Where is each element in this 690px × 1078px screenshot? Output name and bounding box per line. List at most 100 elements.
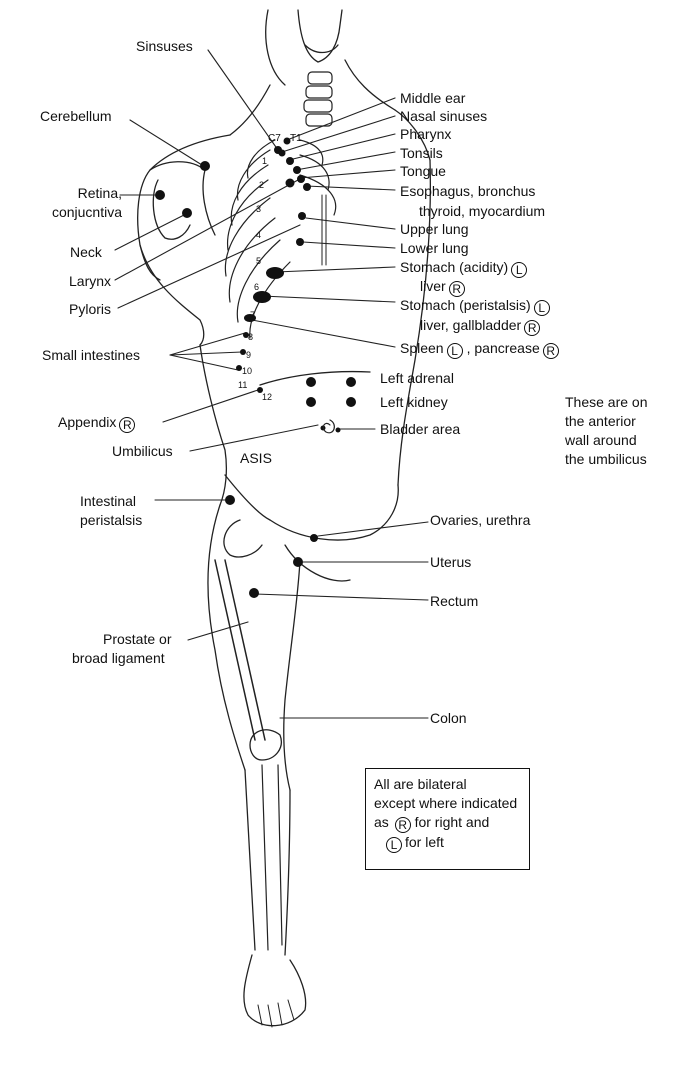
leg-inner xyxy=(283,559,301,791)
torso-right-lower xyxy=(397,159,431,486)
cervical-vertebrae xyxy=(303,71,333,127)
toes xyxy=(257,999,295,1028)
label-small-intestines: Small intestines xyxy=(42,347,141,363)
label-tongue: Tongue xyxy=(400,163,446,179)
leg-outer xyxy=(207,504,246,771)
fibula xyxy=(277,764,283,946)
label-sinsuses: Sinsuses xyxy=(136,38,193,54)
legend-line-1: All are bilateral xyxy=(374,776,467,792)
label-liver-text: liver xyxy=(420,278,446,294)
label-bladder-area: Bladder area xyxy=(380,421,461,437)
label-middle-ear: Middle ear xyxy=(400,90,466,106)
legend-box: All are bilateral except where indicated… xyxy=(365,768,530,870)
legend-left-text: for left xyxy=(405,834,444,850)
pelvis-curve xyxy=(269,484,399,541)
rib-cage xyxy=(224,139,337,339)
left-side-mark: L xyxy=(386,837,402,853)
label-pharynx: Pharynx xyxy=(400,126,452,142)
rib-number: 2 xyxy=(259,180,265,190)
legend-line-3: as R for right and xyxy=(374,813,521,833)
right-side-mark: R xyxy=(394,817,411,833)
hip-left xyxy=(224,474,271,521)
right-side-mark: R xyxy=(542,343,559,359)
shin-inner xyxy=(284,789,291,956)
sternum xyxy=(321,194,327,266)
femur xyxy=(214,559,256,741)
label-stomach-peristalsis-text: Stomach (peristalsis) xyxy=(400,297,531,313)
left-side-mark: L xyxy=(446,343,463,359)
label-ovaries: Ovaries, urethra xyxy=(430,512,531,528)
label-upper-lung: Upper lung xyxy=(400,221,469,237)
label-neck: Neck xyxy=(70,244,102,260)
rib-number: 11 xyxy=(238,380,248,390)
label-broad-ligament: broad ligament xyxy=(72,650,165,666)
shoulder-outline xyxy=(137,134,231,281)
rib-number: 12 xyxy=(262,392,273,402)
scapula xyxy=(202,169,216,236)
legend-line-2: except where indicated xyxy=(374,795,518,811)
abdomen-line xyxy=(259,370,371,386)
rib-number: 7 xyxy=(250,310,256,320)
rib-number: 4 xyxy=(256,230,262,240)
label-stomach-acidity: Stomach (acidity)L xyxy=(400,258,528,278)
label-nasal-sinuses: Nasal sinuses xyxy=(400,108,488,124)
label-retina: Retina, xyxy=(77,185,122,201)
right-side-mark: R xyxy=(524,320,541,336)
label-esophagus: Esophagus, bronchus xyxy=(400,183,536,199)
skull-outline xyxy=(297,9,343,63)
jaw-outline xyxy=(304,44,339,54)
label-left-kidney: Left kidney xyxy=(380,394,448,410)
label-tonsils: Tonsils xyxy=(400,145,443,161)
label-uterus: Uterus xyxy=(430,554,472,570)
umbilicus-spiral xyxy=(322,419,335,434)
label-stomach-acidity-text: Stomach (acidity) xyxy=(400,259,509,275)
kneecap xyxy=(249,729,282,761)
label-cerebellum: Cerebellum xyxy=(40,108,112,124)
torso-left xyxy=(199,344,227,506)
label-conjuctiva: conjucntiva xyxy=(51,204,122,220)
reflex-points xyxy=(155,137,356,598)
label-pyloris: Pyloris xyxy=(69,301,112,317)
rib-number: 1 xyxy=(262,156,268,166)
label-spleen-text: Spleen xyxy=(400,340,444,356)
right-side-mark: R xyxy=(119,417,136,433)
vertebra-c7: C7 xyxy=(268,133,281,144)
label-pancrease-text: , pancrease xyxy=(466,340,540,356)
femur2 xyxy=(224,559,266,741)
anterior-note-line: the anterior xyxy=(565,413,636,429)
anterior-note-line: the umbilicus xyxy=(565,451,647,467)
legend-as: as xyxy=(374,814,389,830)
label-larynx: Larynx xyxy=(69,273,112,289)
left-side-mark: L xyxy=(533,300,550,316)
arm-outline xyxy=(139,244,205,346)
label-colon: Colon xyxy=(430,710,467,726)
label-intestinal: Intestinal xyxy=(80,493,137,509)
vertebra-t1: T1 xyxy=(290,133,302,144)
torso-right xyxy=(394,109,431,161)
foot xyxy=(243,954,307,1027)
neck-outline-left xyxy=(229,84,271,136)
anterior-note-line: These are on xyxy=(565,394,648,410)
right-side-mark: R xyxy=(448,281,465,297)
label-thyroid: thyroid, myocardium xyxy=(419,203,546,219)
label-liver-gallbladder-text: liver, gallbladder xyxy=(420,317,522,333)
label-asis: ASIS xyxy=(240,450,272,466)
label-prostate: Prostate or xyxy=(103,631,172,647)
pelvis-inner xyxy=(284,544,351,582)
anterior-note-line: wall around xyxy=(565,432,637,448)
rib-number: 8 xyxy=(248,332,254,342)
pointer-lines xyxy=(114,49,429,719)
left-side-mark: L xyxy=(511,262,528,278)
rib-number: 6 xyxy=(254,282,260,292)
femur-head xyxy=(223,519,263,558)
tibia xyxy=(261,764,269,951)
rib-number: 9 xyxy=(246,350,252,360)
rib-number: 10 xyxy=(242,366,253,376)
face-outline xyxy=(265,9,286,86)
label-peristalsis: peristalsis xyxy=(80,512,143,528)
